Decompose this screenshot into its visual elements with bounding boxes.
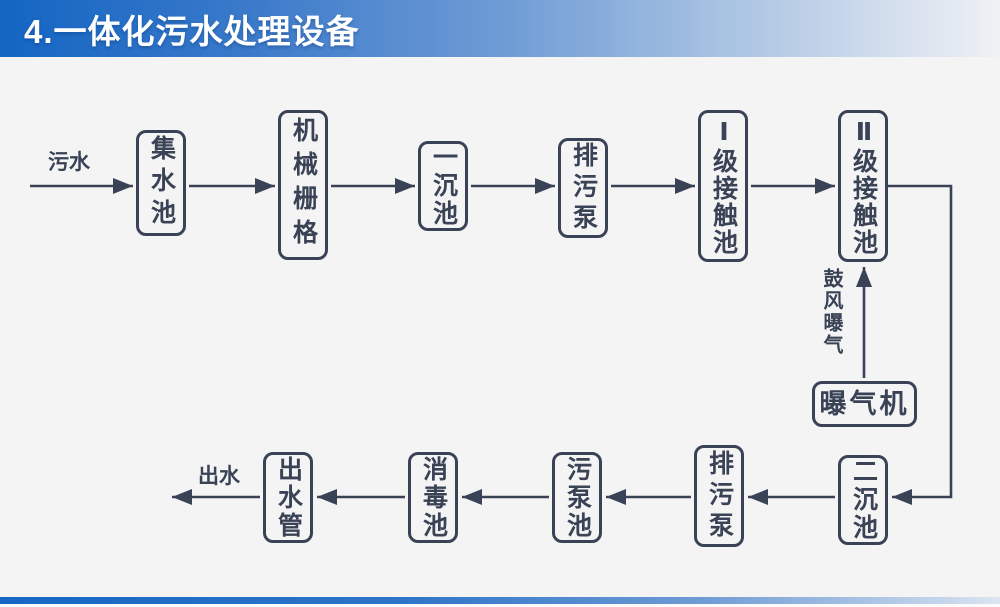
inflow-label: 污水 xyxy=(48,151,90,174)
node-label: 消毒池 xyxy=(419,455,448,540)
node-sewage-pump-1: 排污泵 xyxy=(558,138,608,238)
outflow-label: 出水 xyxy=(198,465,240,488)
node-label: 污泵池 xyxy=(563,455,592,540)
node-stage2-contact-tank: Ⅱ级接触池 xyxy=(838,110,888,262)
node-label: 曝气机 xyxy=(819,388,910,419)
node-label: 二沉池 xyxy=(849,458,878,542)
footer-accent-bar xyxy=(0,597,1000,604)
node-label: 排污泵 xyxy=(705,449,734,543)
node-disinfection-tank: 消毒池 xyxy=(408,452,458,543)
node-outlet-pipe: 出水管 xyxy=(263,452,313,543)
node-label: 出水管 xyxy=(274,455,303,540)
node-mechanical-grid: 机械栅格 xyxy=(278,110,328,260)
node-label: Ⅰ级接触池 xyxy=(709,116,738,256)
node-primary-sedimentation: 一沉池 xyxy=(418,141,468,231)
node-label: 机械栅格 xyxy=(289,117,318,253)
node-aerator: 曝气机 xyxy=(812,381,917,427)
node-sewage-pump-2: 排污泵 xyxy=(694,445,744,547)
slide-header: 4.一体化污水处理设备 xyxy=(0,0,1000,57)
page-title: 4.一体化污水处理设备 xyxy=(24,12,360,50)
node-sludge-pump-tank: 污泵池 xyxy=(552,452,602,543)
node-label: 集水池 xyxy=(147,135,176,231)
node-secondary-sedimentation: 二沉池 xyxy=(838,455,888,545)
arrow-stage2-to-secondary xyxy=(888,184,953,505)
aeration-method-label: 鼓风曝气 xyxy=(820,268,842,356)
node-collecting-tank: 集水池 xyxy=(136,130,186,236)
node-label: 排污泵 xyxy=(569,141,598,235)
node-label: 一沉池 xyxy=(429,144,458,228)
node-label: Ⅱ级接触池 xyxy=(849,116,878,256)
node-stage1-contact-tank: Ⅰ级接触池 xyxy=(698,110,748,262)
